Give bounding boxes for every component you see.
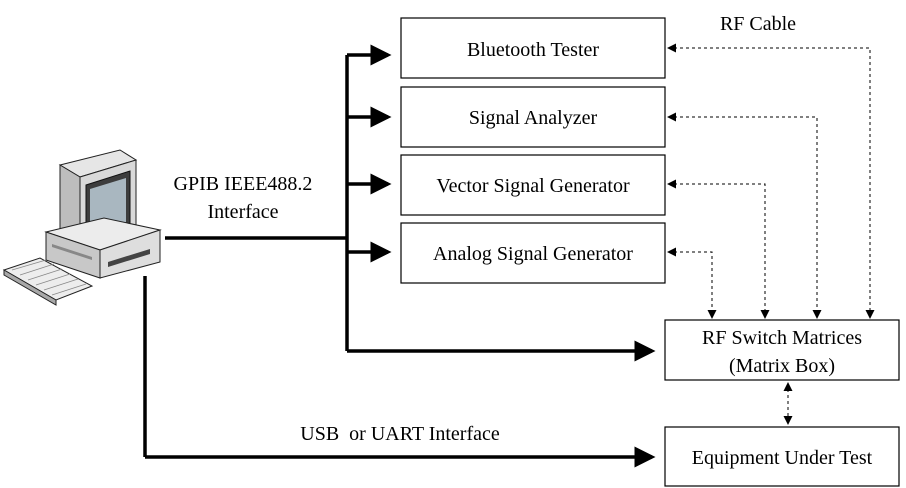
rf-cable-label: RF Cable: [720, 13, 796, 35]
gpib-bus: [165, 44, 656, 362]
bluetooth-tester-box: Bluetooth Tester: [400, 17, 666, 79]
signal-analyzer-label: Signal Analyzer: [469, 107, 598, 129]
gpib-label-line1: GPIB IEEE488.2: [174, 173, 313, 195]
rf-cables: [667, 43, 875, 425]
analog-signal-generator-label: Analog Signal Generator: [433, 243, 633, 265]
gpib-label-line2: Interface: [207, 201, 278, 223]
usb-uart-connection: [143, 276, 656, 468]
bluetooth-tester-label: Bluetooth Tester: [467, 39, 599, 61]
vector-signal-generator-box: Vector Signal Generator: [400, 154, 666, 216]
rf-switch-matrices-box: RF Switch Matrices (Matrix Box): [664, 319, 900, 381]
analog-signal-generator-box: Analog Signal Generator: [400, 222, 666, 284]
vector-signal-generator-label: Vector Signal Generator: [436, 175, 630, 197]
equipment-under-test-label: Equipment Under Test: [692, 447, 873, 469]
usb-uart-label: USB or UART Interface: [300, 423, 500, 445]
signal-analyzer-box: Signal Analyzer: [400, 86, 666, 148]
desktop-computer-icon: [2, 149, 162, 306]
rf-switch-label-line2: (Matrix Box): [729, 355, 835, 377]
equipment-under-test-box: Equipment Under Test: [664, 426, 900, 487]
rf-switch-label-line1: RF Switch Matrices: [702, 327, 862, 349]
